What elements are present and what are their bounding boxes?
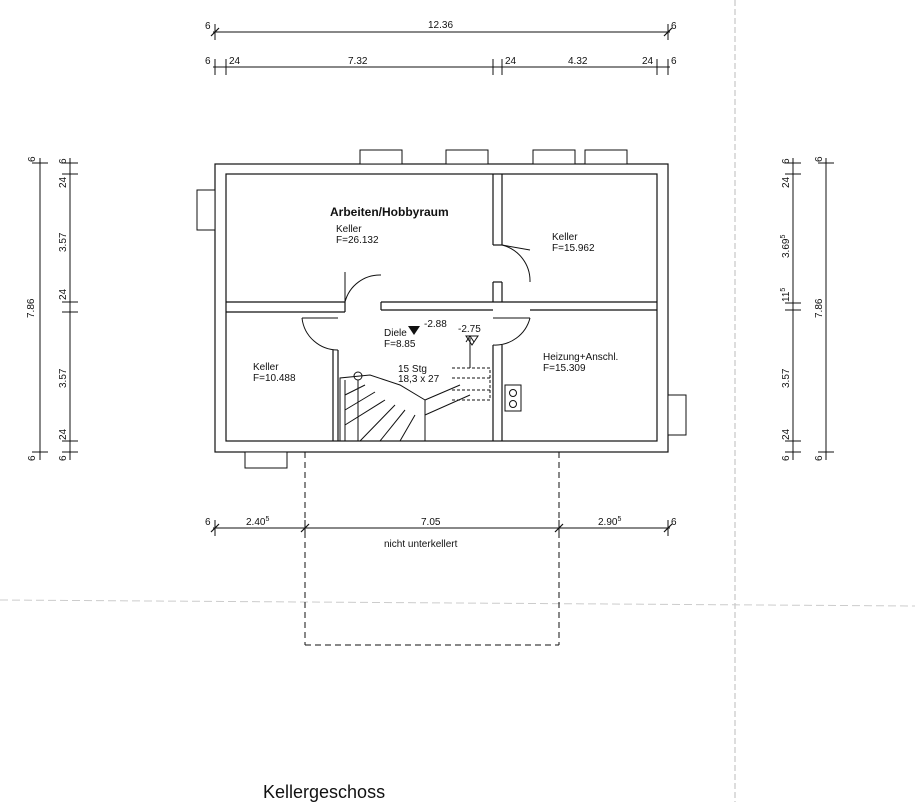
dim-bottom-right-edge: 6 [671,517,677,528]
right-dimension-detail: 6 24 3.695 115 3.57 24 6 [780,158,801,461]
dim-top-total: 12.36 [428,20,453,31]
dim-right-top-edge: 6 [814,156,825,162]
staircase [339,335,491,442]
stairs-steps: 15 Stg [398,364,427,375]
interior-walls [226,174,657,441]
level-marker-filled [408,326,420,335]
left-dimension-total: 7.86 6 6 [26,156,48,461]
dim-left-room-1: 3.57 [58,232,69,252]
dim-detail-right-edge: 6 [671,56,677,67]
boiler-symbol [504,384,522,412]
level-value-1: -2.88 [424,319,447,330]
top-dimension-detail: 6 24 7.32 24 4.32 24 6 [205,56,677,75]
room-name-keller-sw: Keller [253,362,279,373]
stairs-size: 18,3 x 27 [398,374,440,385]
fold-line-horizontal [0,599,915,607]
bottom-dimension: 6 2.405 7.05 2.905 6 [205,516,677,536]
dim-left-top-edge: 6 [27,156,38,162]
dim-right-edge-bottom: 6 [781,455,792,461]
dim-left-bottom-edge: 6 [27,455,38,461]
dim-bottom-seg2: 7.05 [421,517,441,528]
dim-detail-room-2: 4.32 [568,56,588,67]
room-name-heizung: Heizung+Anschl. [543,352,618,363]
dim-detail-room-1: 7.32 [348,56,368,67]
dim-right-wall-3: 24 [781,428,792,440]
door-swings [301,244,531,351]
dim-right-bottom-edge: 6 [814,455,825,461]
dim-right-room-2: 3.57 [781,368,792,388]
dim-right-total: 7.86 [814,298,825,318]
right-dimension-total: 6 7.86 6 [814,156,834,461]
dim-detail-wall-2: 24 [505,56,517,67]
dim-right-wall-2: 115 [780,288,792,302]
room-area-hobby: F=26.132 [336,235,379,246]
level-marker-open [465,335,479,346]
plan-title: Kellergeschoss [263,782,385,802]
room-area-keller-ne: F=15.962 [552,243,595,254]
room-label-hobby: Arbeiten/Hobbyraum [330,205,449,219]
dim-left-wall-1: 24 [58,176,69,188]
dim-right-room-1: 3.695 [780,235,792,258]
dim-left-room-2: 3.57 [58,368,69,388]
room-name-hobby: Keller [336,224,362,235]
dim-left-edge-bottom: 6 [58,455,69,461]
dim-left-wall-2: 24 [58,288,69,300]
outer-walls [214,163,669,453]
top-dimension-overall: 6 12.36 6 [205,20,677,40]
left-dimension-detail: 6 24 3.57 24 3.57 24 6 [58,158,78,461]
dim-top-left-edge: 6 [205,21,211,32]
dim-bottom-left-edge: 6 [205,517,211,528]
unexcavated-annex [304,452,560,646]
dim-detail-wall-1: 24 [229,56,241,67]
dim-detail-left-edge: 6 [205,56,211,67]
room-name-diele: Diele [384,328,407,339]
dim-detail-wall-3: 24 [642,56,654,67]
dim-top-right-edge: 6 [671,21,677,32]
dim-left-wall-3: 24 [58,428,69,440]
dim-left-total: 7.86 [26,298,37,318]
level-value-2: -2.75 [458,324,481,335]
room-name-keller-ne: Keller [552,232,578,243]
room-area-heizung: F=15.309 [543,363,586,374]
dim-right-wall-1: 24 [781,176,792,188]
dim-left-edge-top: 6 [58,158,69,164]
dim-bottom-seg1: 2.405 [246,516,269,528]
dim-bottom-seg3: 2.905 [598,516,621,528]
room-area-keller-sw: F=10.488 [253,373,296,384]
dim-right-edge-top: 6 [781,158,792,164]
windows [196,149,687,469]
room-area-diele: F=8.85 [384,339,416,350]
annex-note: nicht unterkellert [384,539,458,550]
